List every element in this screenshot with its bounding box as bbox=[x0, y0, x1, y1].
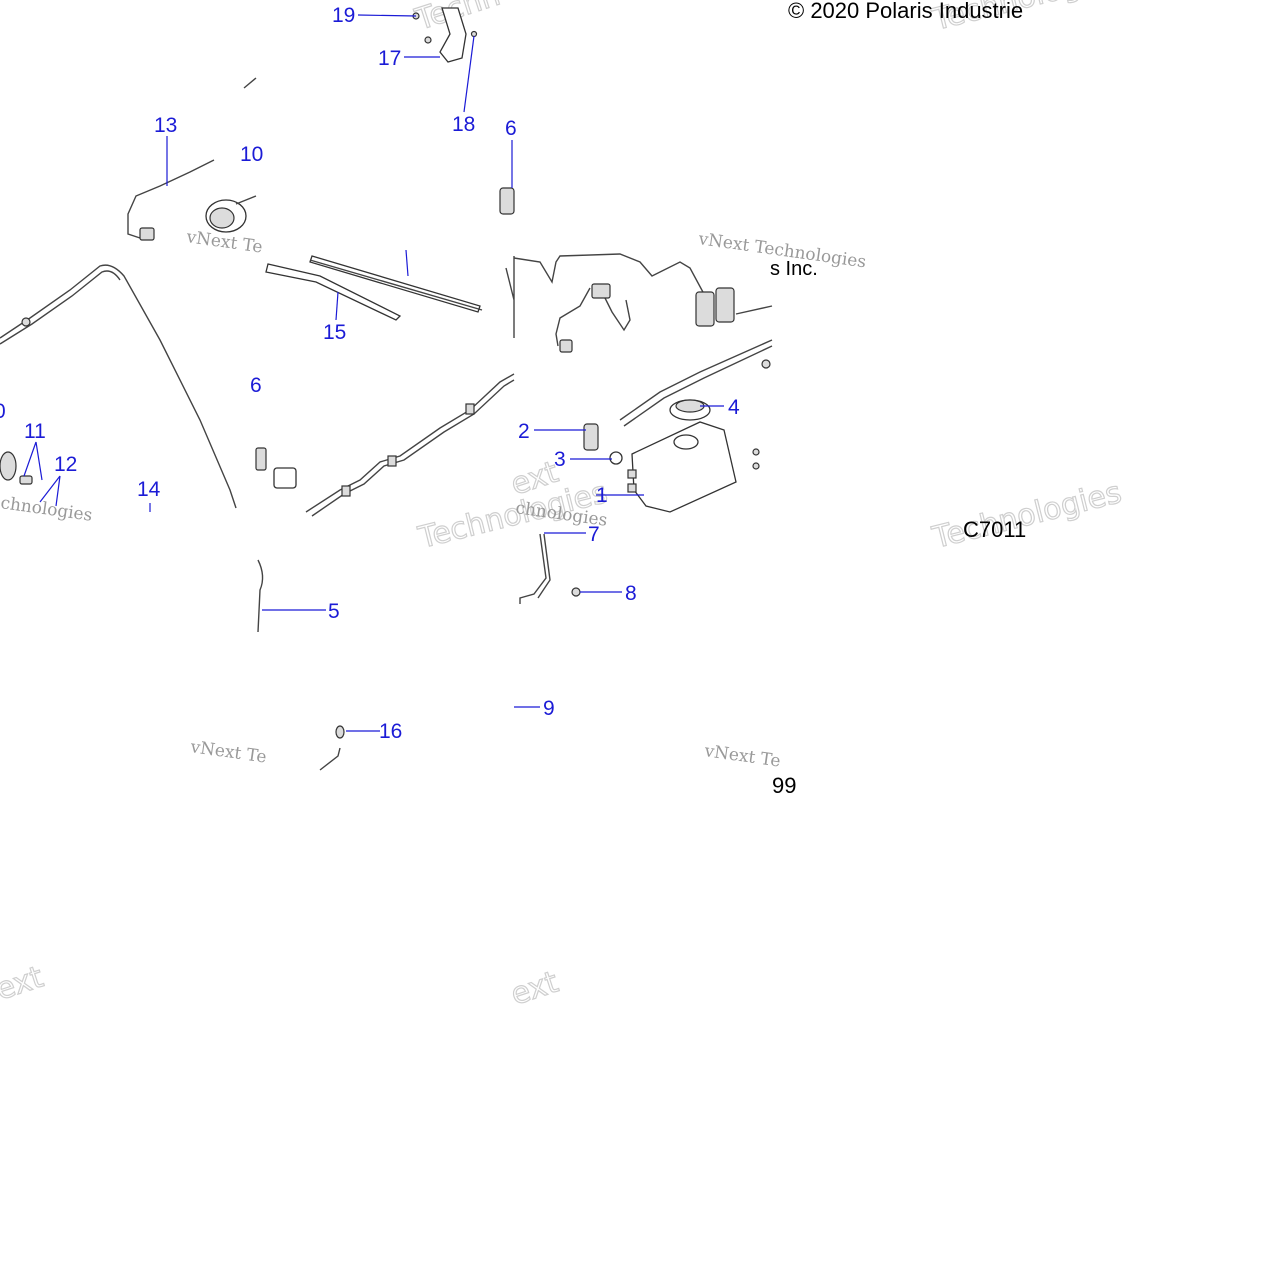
clip-b bbox=[387, 455, 397, 467]
copyright-text: © 2020 Polaris Industrie bbox=[788, 0, 1023, 23]
nut-17 bbox=[424, 36, 432, 44]
harness-branch bbox=[555, 287, 591, 347]
harness-loop bbox=[603, 295, 631, 332]
hose-lower bbox=[305, 373, 515, 513]
watermark-ext-left: ext bbox=[0, 960, 48, 1008]
callout-17: 17 bbox=[378, 47, 401, 70]
wiper-blade-edge bbox=[309, 259, 483, 311]
callout-7: 7 bbox=[588, 523, 600, 546]
copyright-tail: s Inc. bbox=[770, 258, 818, 280]
leaders bbox=[23, 14, 724, 732]
connector-8 bbox=[571, 587, 581, 597]
switch-bracket bbox=[273, 467, 297, 489]
tank-screw-a bbox=[752, 448, 760, 456]
wiper-motor-body bbox=[209, 207, 235, 229]
callout-1: 1 bbox=[596, 484, 608, 507]
hose-mid-vertical bbox=[505, 256, 515, 338]
callout-16: 16 bbox=[379, 720, 402, 743]
callout-6: 6 bbox=[505, 117, 517, 140]
tank-port-a bbox=[627, 469, 637, 479]
watermark-vnext-4: vNext Te bbox=[702, 741, 781, 772]
callout-2: 2 bbox=[518, 420, 530, 443]
tank-screw-b bbox=[752, 462, 760, 470]
callout-19: 19 bbox=[332, 4, 355, 27]
hose-7 bbox=[519, 533, 547, 604]
hose-7-b bbox=[537, 533, 551, 599]
callout-5: 5 bbox=[328, 600, 340, 623]
watermark-vnext-3: vNext Te bbox=[188, 737, 267, 768]
switch-16b bbox=[255, 447, 267, 471]
nozzle-11 bbox=[0, 451, 17, 481]
leader-15 bbox=[335, 291, 339, 321]
hose-clamp bbox=[21, 317, 31, 327]
grommet bbox=[761, 359, 771, 369]
nozzle-12 bbox=[19, 475, 33, 485]
washer-hose-14 bbox=[0, 264, 237, 509]
callout-14: 14 bbox=[137, 478, 161, 501]
hose-to-tank-b bbox=[623, 345, 773, 427]
wiper-motor-shaft bbox=[235, 195, 257, 205]
washer-pump-2 bbox=[583, 423, 599, 451]
watermark-chno-left: chnologies bbox=[0, 493, 94, 526]
harness-plug-2 bbox=[559, 339, 573, 353]
watermarks: Techn vNext Te vNext Technologies Techno… bbox=[0, 0, 1126, 1013]
watermark-ext-bottom: ext bbox=[507, 965, 563, 1013]
check-valve-16 bbox=[335, 725, 345, 739]
harness-connector bbox=[139, 227, 155, 241]
callout-10-partial: 0 bbox=[0, 400, 6, 423]
callout-3: 3 bbox=[554, 448, 566, 471]
clip-a bbox=[341, 485, 351, 497]
harness-right bbox=[513, 253, 705, 295]
clip-c bbox=[465, 403, 475, 415]
washer-18 bbox=[470, 30, 478, 38]
callout-4: 4 bbox=[728, 396, 740, 419]
washer-hose-14-b bbox=[0, 270, 121, 345]
harness-plug bbox=[591, 283, 611, 299]
small-clip-top bbox=[243, 77, 257, 89]
tank-cap-top bbox=[675, 399, 705, 413]
callout-8: 8 bbox=[625, 582, 637, 605]
hose-to-tank bbox=[619, 339, 773, 421]
callout-11: 11 bbox=[24, 420, 46, 443]
washer-tank-1 bbox=[631, 421, 737, 513]
callout-15: 15 bbox=[323, 321, 346, 344]
leader-18 bbox=[463, 35, 475, 113]
tank-filler-neck bbox=[673, 434, 699, 450]
watermark-tech-right: Technologies bbox=[928, 475, 1124, 556]
parts bbox=[0, 7, 773, 771]
leader-12 bbox=[39, 475, 61, 507]
callout-18: 18 bbox=[452, 113, 475, 136]
pump-grommet-3 bbox=[609, 451, 623, 465]
wiper-arm-15 bbox=[265, 263, 402, 321]
mount-bracket bbox=[439, 7, 467, 63]
callout-16-partial: 6 bbox=[250, 374, 262, 397]
harness-13 bbox=[127, 159, 215, 239]
relay-a bbox=[695, 291, 715, 327]
leader-11 bbox=[23, 441, 43, 481]
page-fragment: 99 bbox=[772, 773, 796, 798]
relay-b bbox=[715, 287, 735, 323]
callout-9: 9 bbox=[543, 697, 555, 720]
figure-code: C7011 bbox=[963, 517, 1026, 542]
callout-10: 10 bbox=[240, 143, 263, 166]
callout-13: 13 bbox=[154, 114, 177, 137]
leader-wiper-blade bbox=[405, 249, 409, 277]
hose-16 bbox=[319, 747, 341, 771]
relay-lead bbox=[735, 305, 773, 315]
switch-6 bbox=[499, 187, 515, 215]
hose-5 bbox=[257, 559, 264, 633]
callout-12: 12 bbox=[54, 453, 77, 476]
leader-19 bbox=[357, 14, 417, 17]
tank-port-b bbox=[627, 483, 637, 493]
hose-lower-b bbox=[311, 379, 515, 517]
callouts: 19 17 18 13 10 6 15 6 0 11 12 14 2 3 4 1… bbox=[0, 4, 740, 743]
